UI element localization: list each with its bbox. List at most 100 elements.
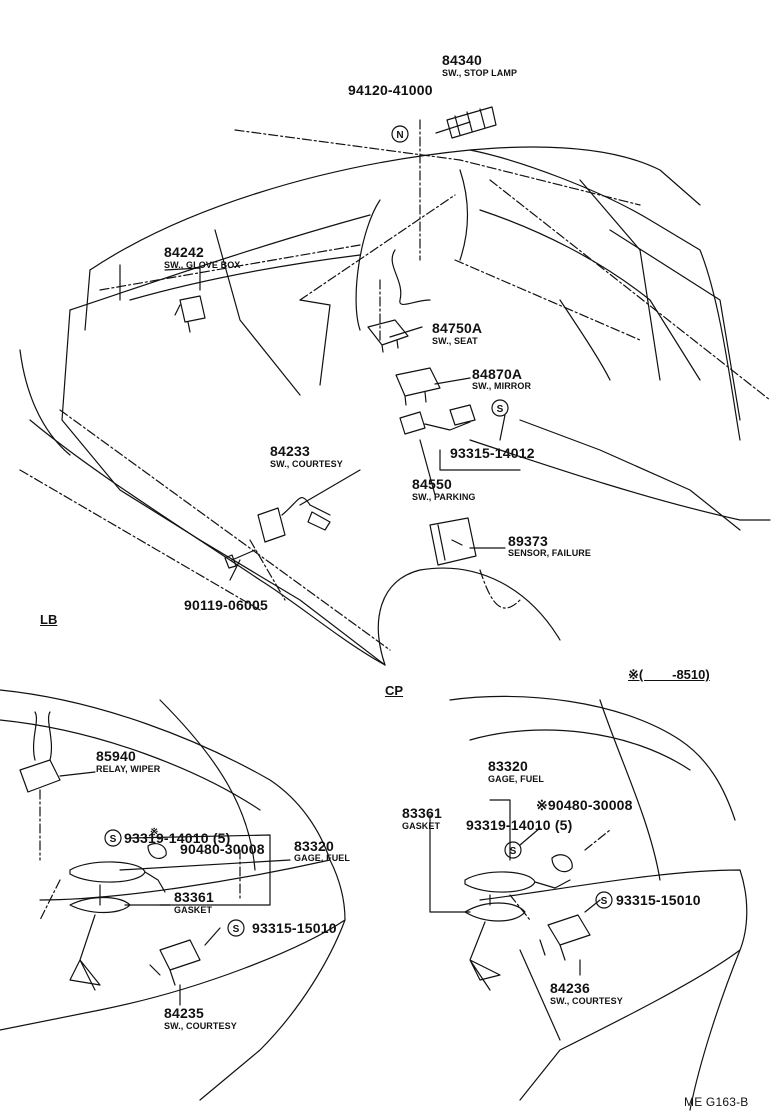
gasket-lb-desc: GASKET [174, 905, 213, 915]
glove-box-desc: SW., GLOVE BOX [164, 260, 241, 270]
courtesy-cp-desc: SW., COURTESY [550, 996, 623, 1006]
gage-lb-number: 83320 [294, 838, 334, 854]
screw-symbol-cp: S [510, 846, 517, 857]
courtesy-cp-number: 84236 [550, 980, 590, 996]
mirror-switch [395, 367, 441, 406]
rear-deck2 [559, 299, 611, 381]
gasket-cp-number: 83361 [402, 805, 442, 821]
failure-number: 89373 [508, 533, 548, 549]
bolt-left-number: 90119-06005 [184, 597, 268, 613]
body-side [61, 309, 386, 666]
cp-fuel-gage [464, 871, 571, 922]
grommet-cp-number: ※90480-30008 [536, 797, 633, 813]
screw-lb-number: 93319-14010 (5) [124, 830, 231, 846]
bolt-left [224, 549, 256, 569]
screw-symbol-mid: S [497, 404, 504, 415]
front-pillar [84, 264, 121, 331]
screw-circle-symbol-mid [491, 399, 509, 417]
screw-cp2-number: 93315-15010 [616, 892, 701, 908]
cp-grommet [551, 854, 573, 873]
screw-circle-symbol-cp [504, 841, 522, 859]
nut-circle-symbol [391, 125, 409, 143]
parking-switch [399, 404, 476, 435]
screw-symbol-cp2: S [601, 896, 608, 907]
lb-fuel-gage-rod [69, 914, 101, 991]
rear-deck [479, 209, 701, 381]
gage-cp-desc: GAGE, FUEL [488, 774, 545, 784]
cp-curve [599, 699, 661, 881]
lb-trunk-lid [0, 689, 331, 861]
grommet-lb-number: 90480-30008 [180, 841, 265, 857]
interior-line2 [299, 299, 331, 386]
interior-line [129, 254, 361, 301]
cp-trunk-lid [449, 695, 736, 821]
harness-top [391, 249, 431, 305]
screw-symbol-lb: S [110, 834, 117, 845]
range-note: ※( -8510) [628, 667, 710, 682]
gasket-cp-desc: GASKET [402, 821, 441, 831]
bolt-top-number: 94120-41000 [348, 82, 433, 98]
seat-desc: SW., SEAT [432, 336, 478, 346]
door-top [69, 214, 371, 311]
lb-label: LB [40, 612, 58, 627]
lb-body [0, 859, 346, 1031]
trunk-line [469, 439, 771, 521]
lb-body2 [199, 919, 346, 1101]
interior-pillar [214, 229, 301, 396]
failure-sensor [429, 517, 477, 566]
screw-symbol-lb2: S [233, 924, 240, 935]
seat-back [355, 169, 469, 331]
courtesy-front-desc: SW., COURTESY [270, 459, 343, 469]
courtesy-switch-front [257, 497, 331, 543]
screw-mid-number: 93315-14012 [450, 445, 535, 461]
nut-symbol: N [396, 130, 403, 141]
lb-courtesy [149, 939, 201, 986]
wiper-desc: RELAY, WIPER [96, 764, 161, 774]
rear-window [469, 149, 741, 441]
cp-body [479, 869, 748, 1101]
lb-trunk-edge [0, 719, 261, 811]
lb-fuel-gage [69, 861, 166, 914]
stop-lamp-number: 84340 [442, 52, 482, 68]
stop-lamp-switch [446, 106, 497, 139]
parking-number: 84550 [412, 476, 452, 492]
stop-lamp-desc: SW., STOP LAMP [442, 68, 518, 78]
mirror-number: 84870A [472, 366, 523, 382]
gage-cp-number: 83320 [488, 758, 528, 774]
cp-trunk-edge [469, 729, 691, 771]
seat-number: 84750A [432, 320, 483, 336]
lb-grommet [147, 843, 167, 859]
glove-box-switch [174, 295, 206, 333]
screw-lb2-number: 93315-15010 [252, 920, 337, 936]
courtesy-lb-desc: SW., COURTESY [164, 1021, 237, 1031]
glove-box-number: 84242 [164, 244, 204, 260]
courtesy-lb-number: 84235 [164, 1005, 204, 1021]
figure-code: ME G163-B [684, 1095, 749, 1109]
cp-fuel-gage-rod [469, 921, 501, 991]
screw-circle-symbol-lb [104, 829, 122, 847]
body-lower [29, 419, 386, 666]
lb-wiper-relay [19, 711, 61, 793]
courtesy-front-number: 84233 [270, 443, 310, 459]
screw-circle-symbol-cp2 [595, 891, 613, 909]
wiper-number: 85940 [96, 748, 136, 764]
parking-desc: SW., PARKING [412, 492, 476, 502]
cp-body2 [519, 949, 741, 1111]
lb-curve [159, 699, 256, 871]
failure-desc: SENSOR, FAILURE [508, 548, 592, 558]
seat-switch [367, 319, 409, 353]
wheel-arch [377, 567, 561, 666]
mirror-desc: SW., MIRROR [472, 381, 532, 391]
upper-right-line [579, 179, 661, 381]
body-right-line [519, 419, 741, 531]
screw-cp-number: 93319-14010 (5) [466, 817, 573, 833]
cp-courtesy [539, 914, 591, 961]
screw-circle-symbol-lb2 [227, 919, 245, 937]
quarter-line [609, 229, 741, 421]
cp-label: CP [385, 683, 404, 698]
gasket-lb-number: 83361 [174, 889, 214, 905]
gage-lb-desc: GAGE, FUEL [294, 853, 351, 863]
body-curve-left [19, 349, 71, 456]
